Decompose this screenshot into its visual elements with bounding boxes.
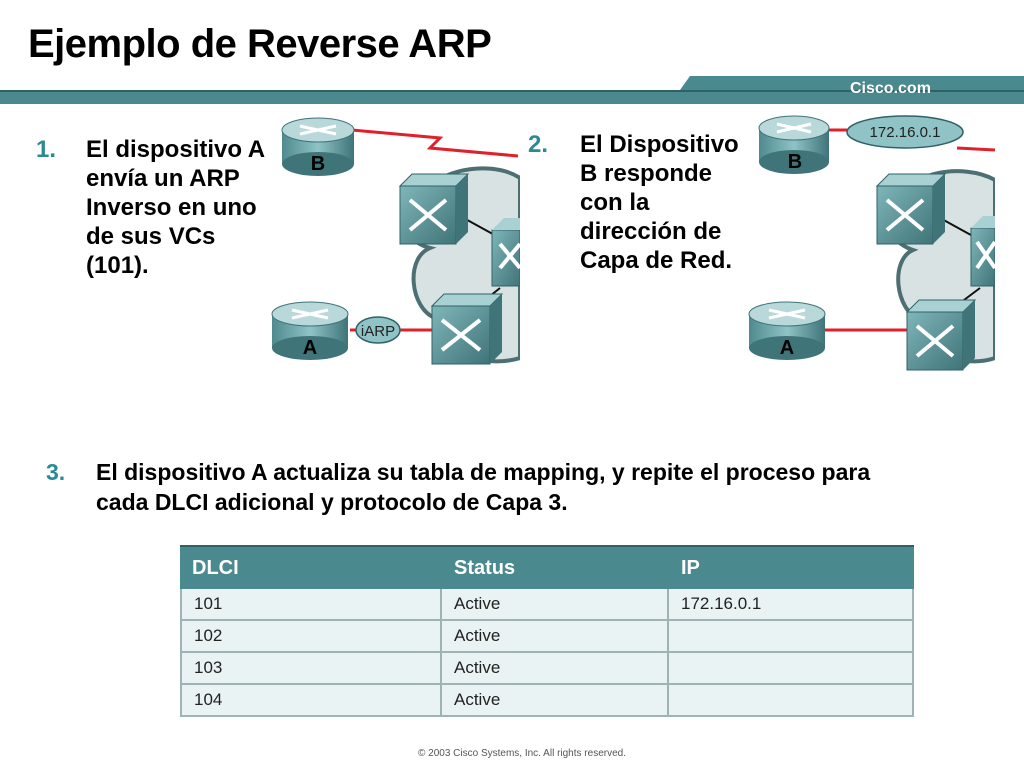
step-number: 2. [528, 131, 549, 158]
table-row: 102 Active [180, 621, 914, 653]
iarp-bubble-label: iARP [361, 323, 395, 340]
router-label-b: B [311, 153, 325, 175]
cell-status: Active [442, 589, 669, 621]
frame-relay-switch-icon [491, 218, 520, 287]
header-bar [0, 76, 1024, 104]
cell-ip [669, 621, 914, 653]
frame-relay-switch-icon [398, 173, 470, 245]
cell-dlci: 104 [180, 685, 442, 717]
table-row: 103 Active [180, 653, 914, 685]
router-label-b: B [788, 151, 802, 173]
table-row: 101 Active 172.16.0.1 [180, 589, 914, 621]
column-header-dlci: DLCI [180, 545, 442, 589]
router-icon [758, 115, 830, 174]
cell-status: Active [442, 653, 669, 685]
dlci-mapping-table: DLCI Status IP 101 Active 172.16.0.1 102… [180, 545, 914, 717]
mapping-table-wrapper: DLCI Status IP 101 Active 172.16.0.1 102… [180, 545, 914, 720]
column-header-status: Status [442, 545, 669, 589]
frame-relay-switch-icon [970, 216, 995, 287]
router-label-a: A [303, 337, 317, 359]
step-text: El Dispositivo B responde con la direcci… [580, 131, 739, 274]
cell-ip: 172.16.0.1 [669, 589, 914, 621]
brand-label: Cisco.com [850, 80, 931, 97]
cell-ip [669, 685, 914, 717]
frame-relay-switch-icon [875, 173, 947, 245]
cell-dlci: 102 [180, 621, 442, 653]
cell-status: Active [442, 685, 669, 717]
cell-status: Active [442, 621, 669, 653]
ip-bubble-label: 172.16.0.1 [870, 124, 941, 141]
column-header-ip: IP [669, 545, 914, 589]
cell-dlci: 101 [180, 589, 442, 621]
network-diagram-arp-reply: B 172.16.0.1 A [748, 115, 995, 371]
cell-ip [669, 653, 914, 685]
step-number: 1. [36, 136, 57, 163]
network-diagram-iarp-request: B A iARP [271, 117, 520, 365]
page-title: Ejemplo de Reverse ARP [28, 22, 492, 66]
router-icon [271, 301, 349, 360]
router-icon [748, 301, 826, 360]
frame-relay-switch-icon [430, 293, 504, 365]
step-text: El dispositivo A actualiza su tabla de m… [96, 459, 871, 515]
step-number: 3. [46, 459, 66, 485]
step-text: El dispositivo A envía un ARP Inverso en… [86, 136, 265, 279]
copyright-footer: © 2003 Cisco Systems, Inc. All rights re… [417, 748, 626, 759]
frame-relay-switch-icon [905, 299, 977, 371]
cell-dlci: 103 [180, 653, 442, 685]
router-icon [281, 117, 355, 176]
table-header-row: DLCI Status IP [180, 545, 914, 589]
router-label-a: A [780, 337, 794, 359]
table-row: 104 Active [180, 685, 914, 717]
